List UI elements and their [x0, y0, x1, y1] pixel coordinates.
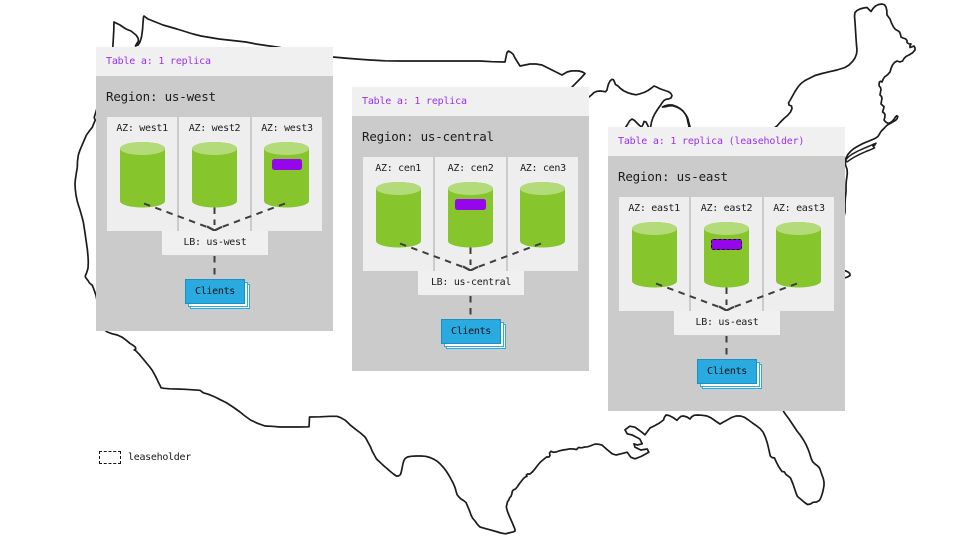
region-box-us-central: Table a: 1 replica Region: us-central AZ…	[352, 87, 589, 371]
legend: leaseholder	[99, 451, 191, 464]
replica-cylinder-icon	[192, 142, 238, 208]
az-panel-us-west-3: AZ: west3	[251, 117, 323, 231]
region-title-label: Region: us-east	[618, 169, 728, 184]
load-balancer-box: LB: us-central	[418, 270, 524, 295]
cylinder-body	[119, 142, 165, 208]
cylinder-top	[520, 182, 566, 195]
region-title: Region: us-central	[352, 116, 589, 157]
az-panel-us-central-3: AZ: cen3	[507, 157, 579, 271]
load-balancer-box: LB: us-west	[162, 230, 268, 255]
load-balancer-label: LB: us-west	[183, 237, 247, 249]
replica-band	[455, 198, 486, 210]
region-box-us-west: Table a: 1 replica Region: us-west AZ: w…	[96, 47, 333, 331]
replica-cylinder-icon	[264, 142, 310, 208]
az-label: AZ: cen1	[375, 162, 422, 174]
cylinder-top	[192, 142, 238, 155]
dashed-line-az3-to-lb	[220, 202, 286, 229]
replica-cylinder-icon	[704, 222, 750, 288]
clients-label: Clients	[450, 326, 492, 337]
table-header-label: Table a: 1 replica (leaseholder)	[618, 136, 805, 147]
cylinder-body	[192, 142, 238, 208]
cylinder-top	[119, 142, 165, 155]
az-panel-us-east-3: AZ: east3	[763, 197, 835, 311]
dashed-line-az1-to-lb	[655, 282, 721, 309]
replica-cylinder-icon	[119, 142, 165, 208]
replica-cylinder-icon	[375, 182, 421, 248]
az-label: AZ: east2	[700, 202, 753, 214]
region-box-us-east: Table a: 1 replica (leaseholder) Region:…	[608, 127, 845, 411]
cylinder-top	[631, 222, 677, 235]
az-label: AZ: cen3	[520, 162, 566, 174]
az-label: AZ: west3	[261, 122, 313, 134]
load-balancer-box: LB: us-east	[674, 310, 780, 335]
dashed-line-az1-to-lb	[399, 242, 465, 269]
az-panel-us-east-2: AZ: east2	[691, 197, 762, 311]
region-title: Region: us-east	[608, 156, 845, 197]
dashed-line-az3-to-lb	[476, 242, 542, 269]
az-panel-us-central-1: AZ: cen1	[363, 157, 434, 271]
region-title: Region: us-west	[96, 76, 333, 117]
leaseholder-swatch-icon	[99, 451, 121, 464]
az-label: AZ: east1	[628, 202, 680, 214]
replica-cylinder-icon	[776, 222, 822, 288]
az-label: AZ: cen2	[447, 162, 494, 174]
replica-cylinder-icon	[631, 222, 677, 288]
az-label: AZ: west1	[116, 122, 168, 134]
leaseholder-replica-band	[711, 238, 742, 250]
cylinder-top	[448, 182, 494, 195]
cylinder-body	[375, 182, 421, 248]
clients-box: Clients	[185, 279, 245, 304]
load-balancer-label: LB: us-east	[695, 317, 759, 329]
clients-box: Clients	[441, 319, 501, 344]
replica-cylinder-icon	[520, 182, 566, 248]
cylinder-top	[264, 142, 310, 155]
table-header: Table a: 1 replica	[96, 47, 333, 76]
table-header-label: Table a: 1 replica	[362, 96, 467, 107]
cylinder-body	[264, 142, 310, 208]
az-panel-us-west-2: AZ: west2	[179, 117, 250, 231]
legend-label: leaseholder	[128, 452, 191, 463]
cylinder-body	[776, 222, 822, 288]
cylinder-body	[448, 182, 494, 248]
table-header: Table a: 1 replica (leaseholder)	[608, 127, 845, 156]
clients-box: Clients	[697, 359, 757, 384]
az-label: AZ: east3	[773, 202, 825, 214]
az-label: AZ: west2	[188, 122, 241, 134]
replica-cylinder-icon	[448, 182, 494, 248]
cylinder-top	[704, 222, 750, 235]
clients-label: Clients	[194, 286, 236, 297]
az-panel-us-west-1: AZ: west1	[107, 117, 178, 231]
clients-label: Clients	[706, 366, 748, 377]
load-balancer-label: LB: us-central	[430, 277, 512, 289]
cylinder-body	[631, 222, 677, 288]
table-header-label: Table a: 1 replica	[106, 56, 211, 67]
region-title-label: Region: us-west	[106, 89, 216, 104]
dashed-line-az1-to-lb	[143, 202, 209, 229]
cylinder-top	[375, 182, 421, 195]
az-panel-us-east-1: AZ: east1	[619, 197, 690, 311]
cylinder-body	[704, 222, 750, 288]
table-header: Table a: 1 replica	[352, 87, 589, 116]
region-title-label: Region: us-central	[362, 129, 494, 144]
cylinder-body	[520, 182, 566, 248]
dashed-line-az3-to-lb	[732, 282, 798, 309]
replica-band	[271, 158, 303, 170]
long-island-outline	[845, 142, 877, 163]
cylinder-top	[776, 222, 822, 235]
